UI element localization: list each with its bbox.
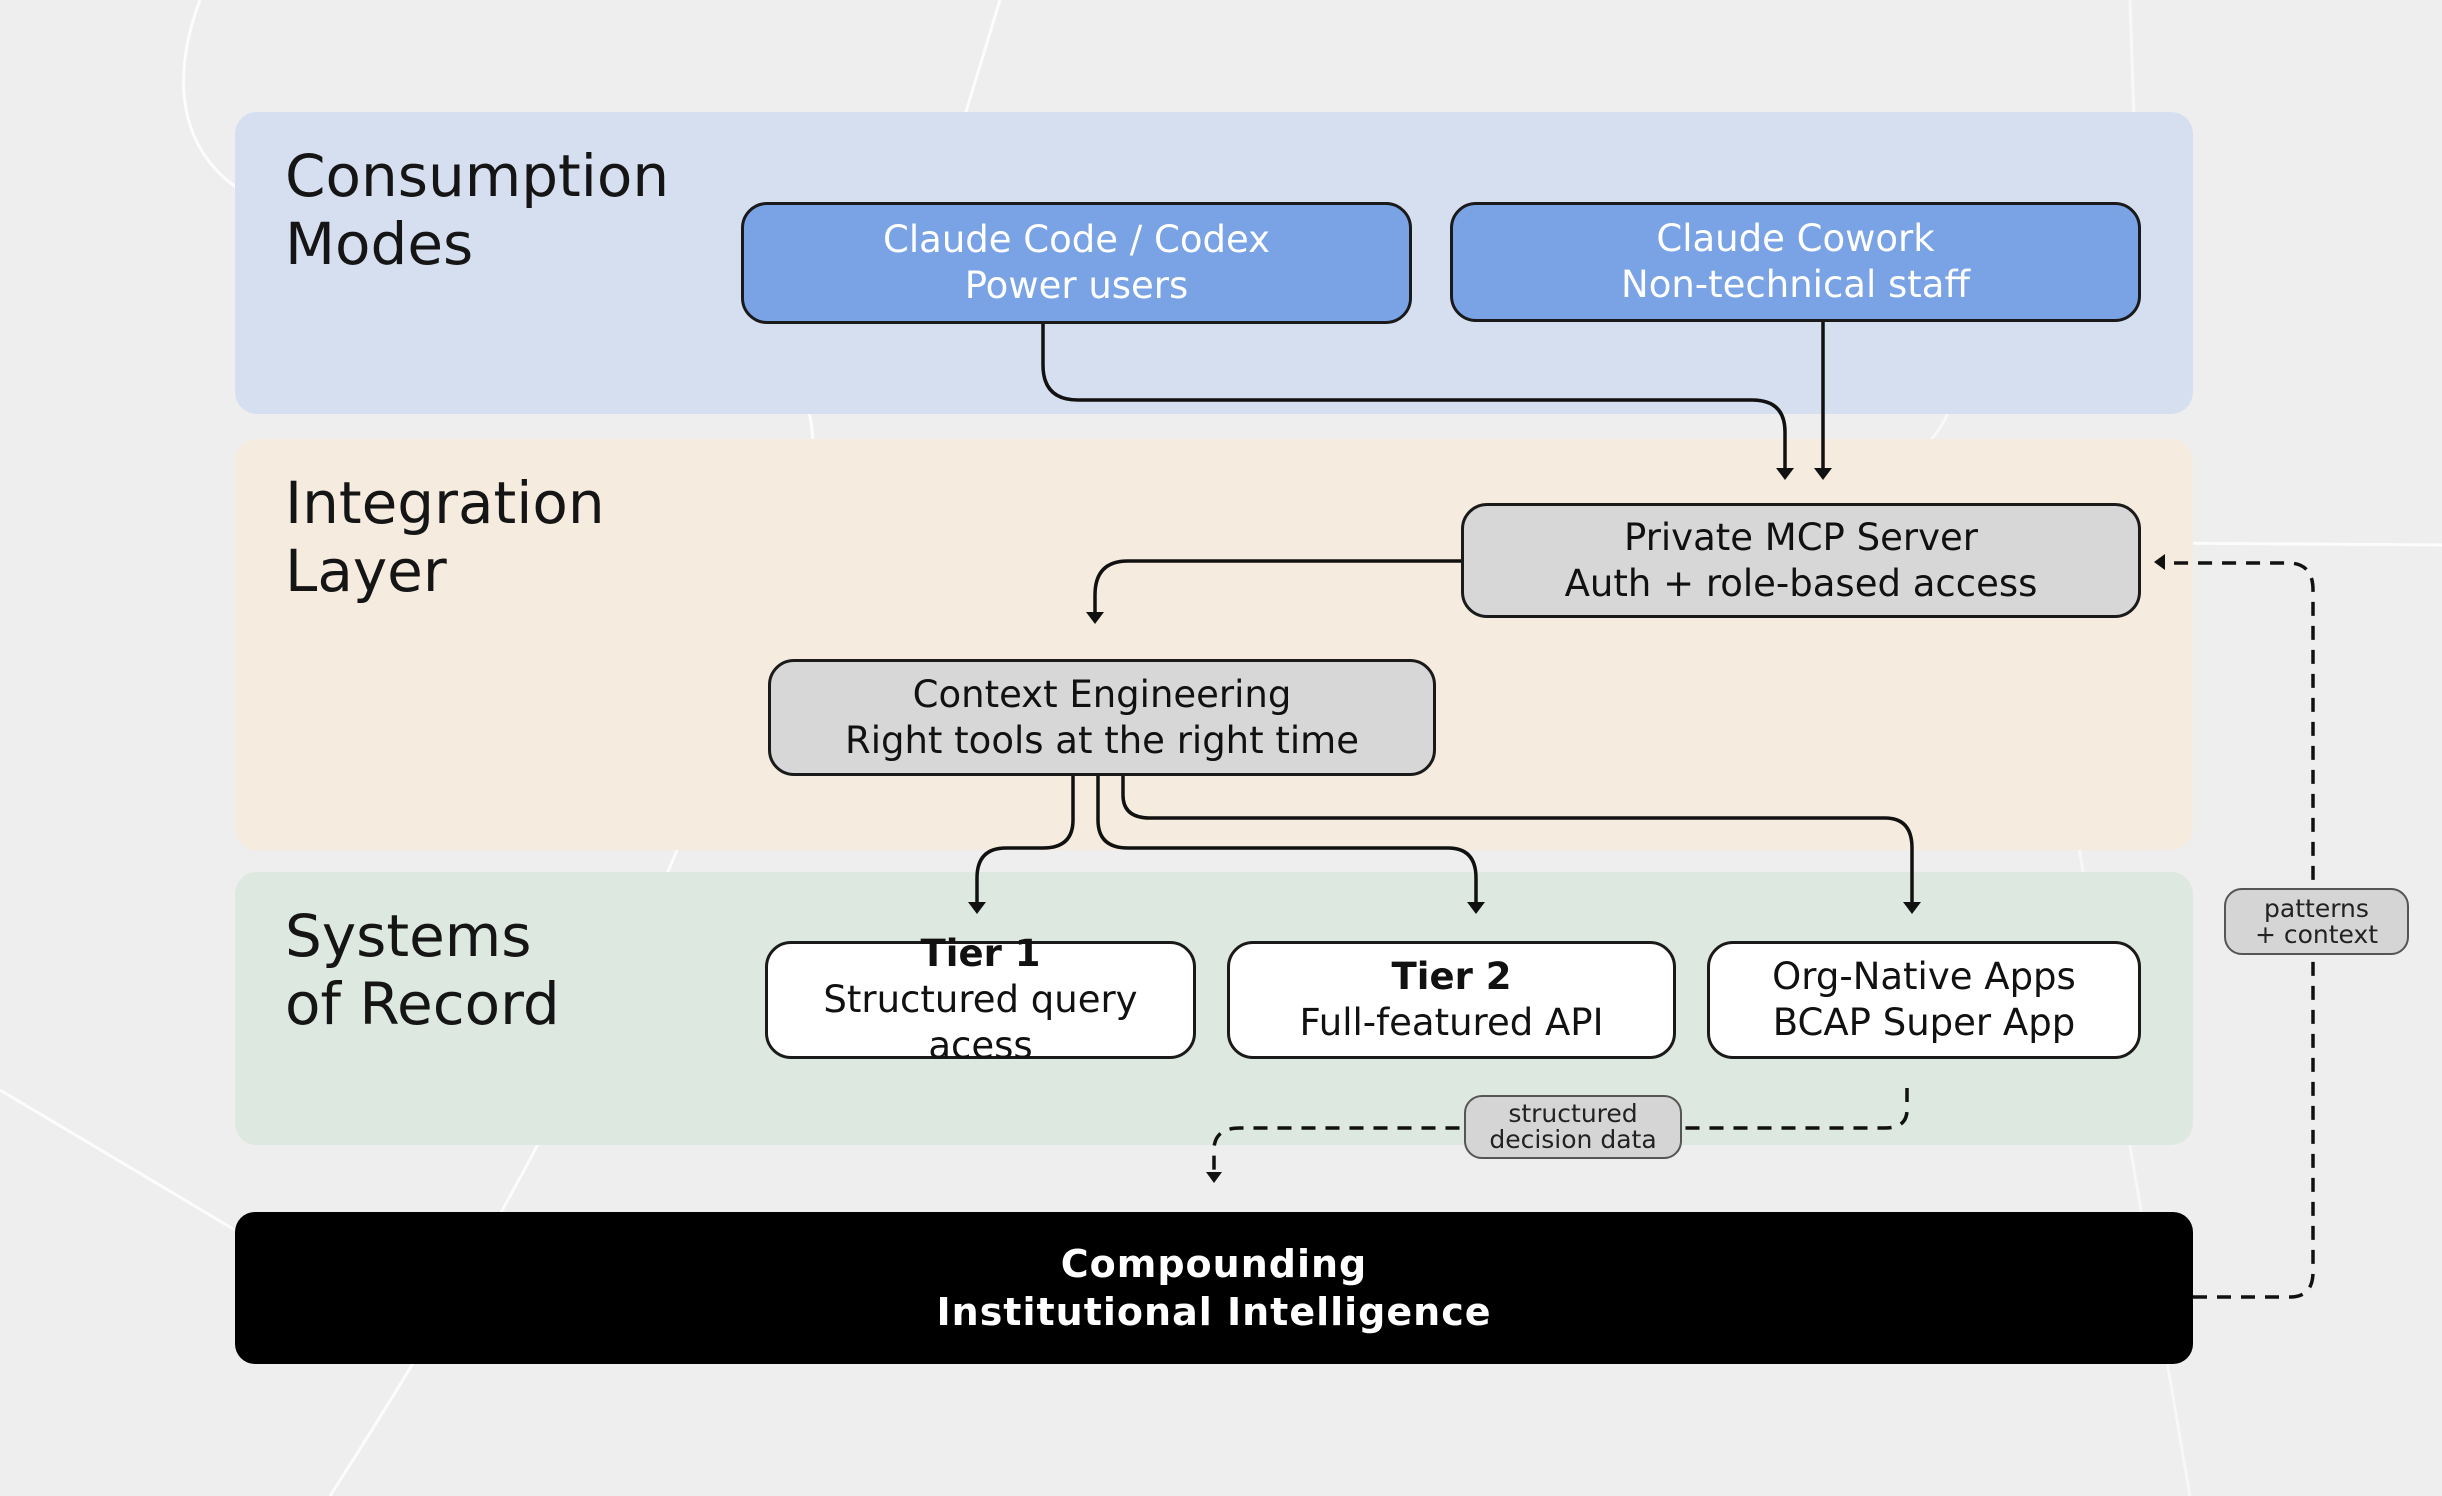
node-title: Claude Cowork: [1656, 217, 1935, 260]
context-engineering-node[interactable]: Context Engineering Right tools at the r…: [768, 659, 1436, 776]
consumption-modes-title: Consumption Modes: [285, 142, 669, 278]
compounding-intelligence-node[interactable]: Compounding Institutional Intelligence: [235, 1212, 2193, 1364]
node-title: Private MCP Server: [1624, 515, 1978, 559]
node-subtitle: Institutional Intelligence: [936, 1290, 1492, 1334]
node-title: Org-Native Apps: [1772, 955, 2076, 998]
structured-decision-data-label: structured decision data: [1464, 1095, 1682, 1159]
integration-layer: Integration Layer: [235, 439, 2193, 850]
claude-cowork-node[interactable]: Claude Cowork Non-technical staff: [1450, 202, 2141, 322]
node-subtitle: Non-technical staff: [1621, 263, 1970, 306]
node-subtitle: Structured query acess: [823, 978, 1138, 1067]
label-line1: structured: [1508, 1099, 1638, 1128]
node-subtitle: Auth + role-based access: [1564, 561, 2038, 605]
node-title: Claude Code / Codex: [883, 218, 1270, 261]
node-subtitle: Right tools at the right time: [844, 718, 1359, 762]
layer-title-line1: Consumption: [285, 142, 670, 210]
label-line2: + context: [2254, 919, 2379, 949]
org-native-apps-node[interactable]: Org-Native Apps BCAP Super App: [1707, 941, 2141, 1059]
claude-code-node[interactable]: Claude Code / Codex Power users: [741, 202, 1412, 324]
systems-of-record-title: Systems of Record: [285, 902, 560, 1038]
layer-title-line1: Systems: [285, 902, 532, 970]
label-line1: patterns: [2264, 893, 2369, 923]
node-subtitle: Power users: [964, 264, 1189, 307]
mcp-server-node[interactable]: Private MCP Server Auth + role-based acc…: [1461, 503, 2141, 618]
tier1-node[interactable]: Tier 1 Structured query acess: [765, 932, 1196, 1067]
integration-layer-title: Integration Layer: [285, 469, 605, 605]
label-line2: decision data: [1489, 1125, 1657, 1154]
node-subtitle: BCAP Super App: [1772, 1001, 2076, 1044]
node-title: Context Engineering: [912, 672, 1292, 716]
node-subtitle: Full-featured API: [1299, 1001, 1604, 1044]
patterns-context-label: patterns + context: [2224, 888, 2409, 955]
layer-title-line2: Layer: [285, 537, 447, 605]
layer-title-line2: Modes: [285, 210, 474, 278]
layer-title-line2: of Record: [285, 970, 560, 1038]
tier2-node[interactable]: Tier 2 Full-featured API: [1227, 941, 1676, 1059]
node-title: Compounding: [1060, 1242, 1368, 1286]
node-title: Tier 1: [920, 932, 1041, 975]
layer-title-line1: Integration: [285, 469, 605, 537]
node-title: Tier 2: [1391, 955, 1512, 998]
